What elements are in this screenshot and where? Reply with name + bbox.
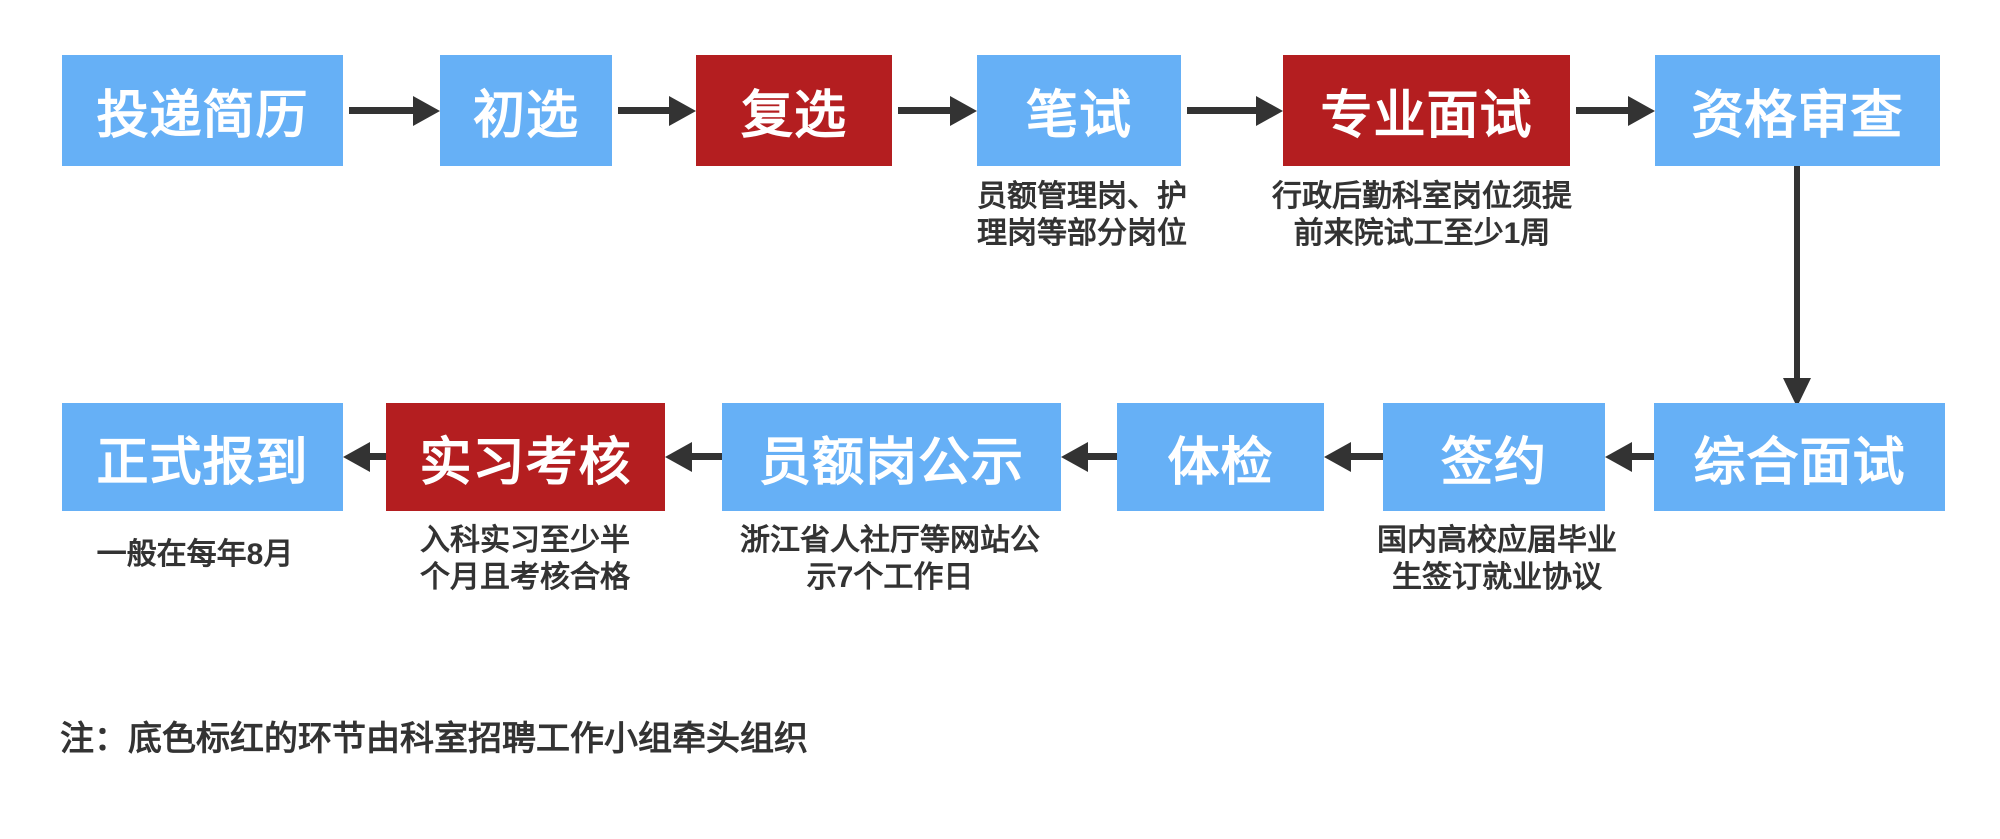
step-contract-signing: 签约 xyxy=(1383,403,1605,511)
arrow-right-icon xyxy=(898,107,950,114)
arrow-left-icon xyxy=(1632,453,1654,460)
note-professional-interview: 行政后勤科室岗位须提 前来院试工至少1周 xyxy=(1272,178,1572,252)
arrow-right-icon xyxy=(618,107,669,114)
arrow-left-icon xyxy=(692,453,722,460)
note-internship-assessment: 入科实习至少半 个月且考核合格 xyxy=(420,522,630,596)
note-line: 前来院试工至少1周 xyxy=(1293,217,1551,250)
note-line: 浙江省人社厅等网站公 xyxy=(740,524,1040,557)
step-written-test: 笔试 xyxy=(977,55,1181,166)
note-line: 生签订就业协议 xyxy=(1392,561,1602,594)
note-line: 行政后勤科室岗位须提 xyxy=(1272,180,1572,213)
step-submit-resume: 投递简历 xyxy=(62,55,343,166)
note-line: 一般在每年8月 xyxy=(96,538,294,571)
note-written-test: 员额管理岗、护 理岗等部分岗位 xyxy=(977,178,1187,252)
step-professional-interview: 专业面试 xyxy=(1283,55,1570,166)
arrow-right-icon xyxy=(1187,107,1256,114)
step-internship-assessment: 实习考核 xyxy=(386,403,665,511)
step-official-onboarding: 正式报到 xyxy=(62,403,343,511)
arrow-right-icon xyxy=(1576,107,1628,114)
note-line: 入科实习至少半 xyxy=(420,524,630,557)
note-line: 个月且考核合格 xyxy=(420,561,630,594)
step-qualification-review: 资格审查 xyxy=(1655,55,1940,166)
step-initial-screening: 初选 xyxy=(440,55,612,166)
note-staff-post-publicity: 浙江省人社厅等网站公 示7个工作日 xyxy=(740,522,1040,596)
note-line: 理岗等部分岗位 xyxy=(977,217,1187,250)
step-staff-post-publicity: 员额岗公示 xyxy=(722,403,1061,511)
arrow-left-icon xyxy=(370,453,386,460)
step-comprehensive-interview: 综合面试 xyxy=(1654,403,1945,511)
note-contract-signing: 国内高校应届毕业 生签订就业协议 xyxy=(1377,522,1617,596)
arrow-left-icon xyxy=(1351,453,1383,460)
note-official-onboarding: 一般在每年8月 xyxy=(97,536,294,573)
note-line: 示7个工作日 xyxy=(806,561,974,594)
note-line: 国内高校应届毕业 xyxy=(1377,524,1617,557)
note-line: 员额管理岗、护 xyxy=(977,180,1187,213)
step-second-screening: 复选 xyxy=(696,55,892,166)
step-physical-exam: 体检 xyxy=(1117,403,1324,511)
arrow-left-icon xyxy=(1088,453,1117,460)
arrow-down-icon xyxy=(1794,166,1800,378)
footnote: 注：底色标红的环节由科室招聘工作小组牵头组织 xyxy=(60,720,808,758)
arrow-right-icon xyxy=(349,107,413,114)
